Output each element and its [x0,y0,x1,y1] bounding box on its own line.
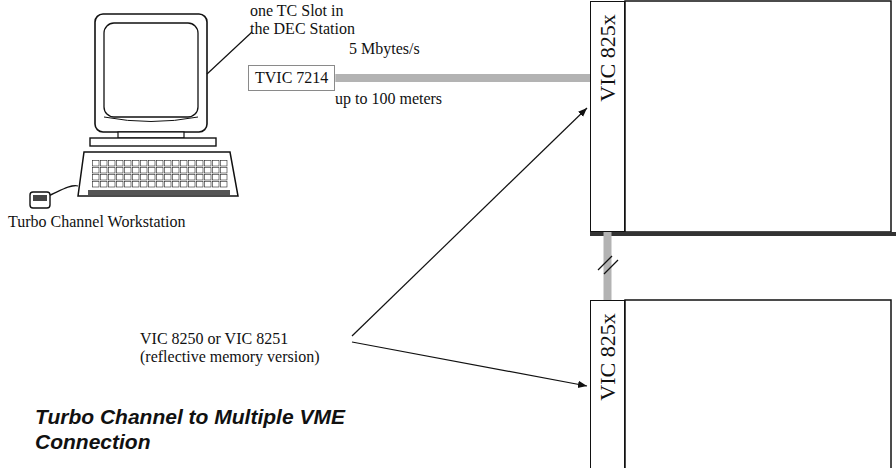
mouse [30,186,78,208]
callout-arrow [352,342,587,386]
vic-module: VIC 825x [590,1,625,232]
node-text: VIC 825x [596,313,620,400]
node-text: VIC 825x [596,14,620,101]
diagram-title: Turbo Channel to Multiple VME Connection [35,404,415,454]
crate-base [590,232,896,236]
vme-crate [625,1,891,232]
callout-note: VIC 8250 or VIC 8251 (reflective memory … [140,330,355,366]
vic-module: VIC 825x [590,300,625,468]
leader-line [207,32,252,74]
rate-label: 5 Mbytes/s [349,40,549,58]
node-text: TVIC 7214 [255,69,328,87]
monitor [90,14,216,146]
cable [604,232,612,300]
keyboard [78,152,238,196]
callout-note: one TC Slot in the DEC Station [250,2,365,38]
distance-label: up to 100 meters [335,90,555,108]
interface-box: TVIC 7214 [248,65,335,91]
callout-arrow [352,108,587,336]
cable [335,74,590,82]
workstation-label: Turbo Channel Workstation [8,213,248,231]
vme-crate [625,300,891,468]
